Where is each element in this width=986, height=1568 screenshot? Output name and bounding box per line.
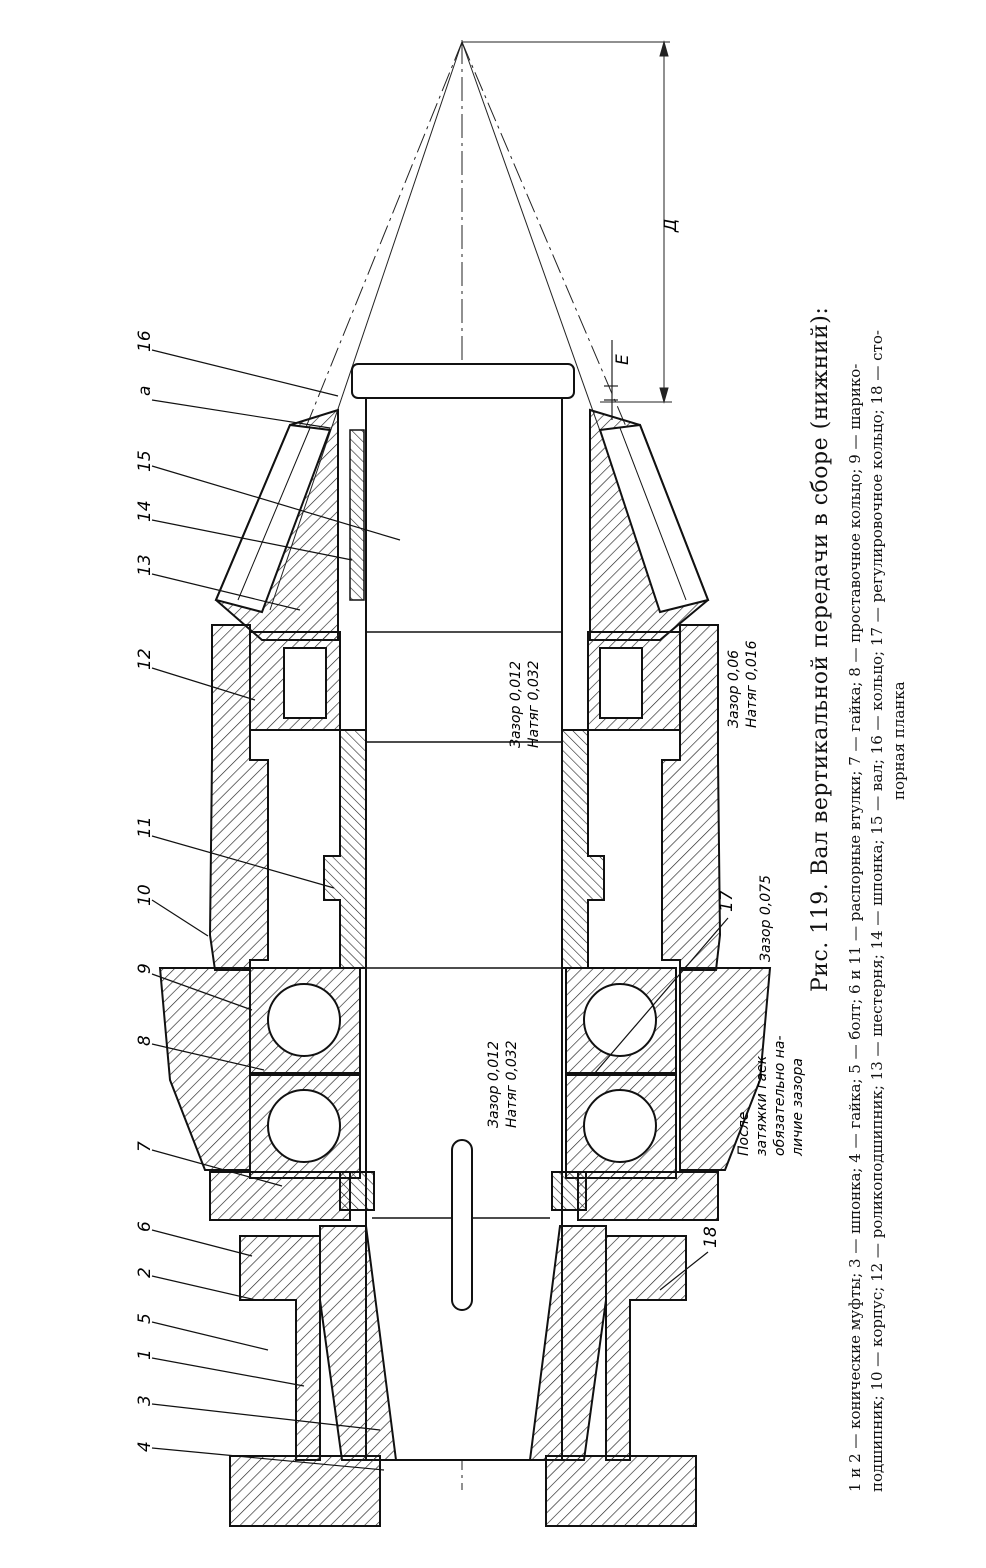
fit-lower-2: Натяг 0,032 bbox=[504, 1040, 520, 1128]
callout-16: 16 bbox=[135, 330, 155, 352]
fit-upper-2: Натяг 0,032 bbox=[526, 660, 542, 748]
ball-bearing-9 bbox=[249, 967, 677, 1179]
dim-e-label: Е bbox=[613, 354, 633, 365]
callout-15: 15 bbox=[135, 450, 155, 472]
fit-right-1: Зазор 0,06 bbox=[726, 650, 742, 728]
callout-8: 8 bbox=[135, 1035, 155, 1046]
callout-9: 9 bbox=[135, 963, 155, 974]
nut-note-3: обязательно на- bbox=[772, 1035, 788, 1156]
nut-7-flange bbox=[209, 1171, 719, 1221]
figure-title: Рис. 119. Вал вертикальной передачи в сб… bbox=[808, 306, 833, 992]
slot-stop bbox=[451, 1139, 473, 1311]
callout-4: 4 bbox=[135, 1441, 155, 1452]
callout-11: 11 bbox=[135, 816, 155, 838]
nut-note-1: После bbox=[736, 1112, 752, 1156]
figure-legend-line-1: 1 и 2 — конические муфты; 3 — шпонка; 4 … bbox=[846, 363, 864, 1492]
gap-075: Зазор 0,075 bbox=[758, 875, 774, 962]
figure-legend-line-2: подшипник; 10 — корпус; 12 — роликоподши… bbox=[868, 330, 886, 1492]
roller-bearing-12 bbox=[249, 631, 681, 731]
callout-1: 1 bbox=[135, 1349, 155, 1360]
fit-lower-1: Зазор 0,012 bbox=[486, 1041, 502, 1128]
fit-annotations: Зазор 0,012 Натяг 0,032 Зазор 0,06 Натяг… bbox=[486, 640, 806, 1157]
callout-14: 14 bbox=[135, 500, 155, 522]
callout-18: 18 bbox=[701, 1226, 721, 1248]
nut-note-2: затяжки гаек bbox=[754, 1055, 770, 1156]
callout-10: 10 bbox=[135, 884, 155, 906]
callout-5: 5 bbox=[135, 1313, 155, 1324]
callout-12: 12 bbox=[135, 648, 155, 670]
callout-17: 17 bbox=[717, 890, 737, 912]
callout-13: 13 bbox=[135, 554, 155, 576]
nut-note-4: личие зазора bbox=[790, 1058, 806, 1157]
leader-lines bbox=[151, 349, 729, 1471]
fit-upper-1: Зазор 0,012 bbox=[508, 661, 524, 748]
key-14 bbox=[349, 429, 365, 601]
dimension-e bbox=[604, 340, 618, 420]
callout-3: 3 bbox=[135, 1395, 155, 1406]
callout-a: a bbox=[135, 386, 155, 396]
dim-d-label: Д bbox=[661, 219, 681, 233]
figure-legend-line-3: порная планка bbox=[890, 681, 908, 800]
pinion-gear bbox=[214, 408, 710, 641]
callout-6: 6 bbox=[135, 1221, 155, 1232]
fit-right-2: Натяг 0,016 bbox=[744, 640, 760, 728]
housing bbox=[158, 624, 772, 1171]
callout-labels: 16 a 15 14 13 12 11 10 9 8 7 6 2 5 1 3 4… bbox=[135, 330, 737, 1452]
callout-2: 2 bbox=[135, 1267, 155, 1278]
callout-7: 7 bbox=[135, 1141, 155, 1152]
coupling-cones bbox=[229, 1225, 697, 1527]
spacer-sleeve-11 bbox=[323, 729, 605, 969]
